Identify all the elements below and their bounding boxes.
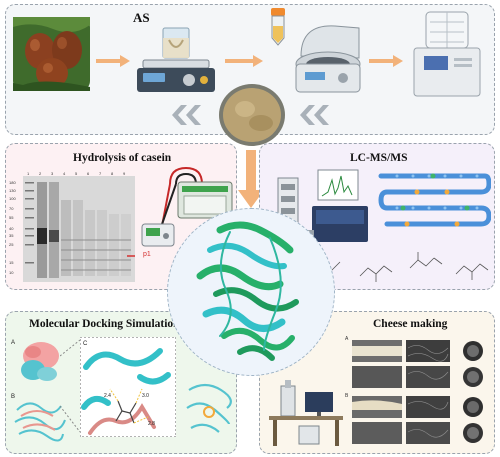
fruit-photo: [13, 17, 90, 91]
lane-number: 1: [27, 171, 30, 176]
docking-zoom-guides: [60, 339, 80, 433]
docking-title: Molecular Docking Simulation: [29, 318, 180, 330]
mw-marker: 35: [9, 233, 14, 238]
sds-page-gel: 1 2 3 4 5 6 7 8 9 180 130 100 70 55 40 3…: [9, 171, 135, 282]
lane-number: 4: [63, 171, 66, 176]
down-arrow: [238, 150, 264, 208]
peptide-structures: [315, 252, 489, 282]
cheese-photos: [352, 340, 402, 444]
lane-number: 7: [99, 171, 102, 176]
lane-number: 6: [87, 171, 90, 176]
return-chevrons-left: [172, 105, 201, 125]
centrifuge-icon: [295, 25, 361, 93]
protein-ribbon-structure: [196, 221, 299, 361]
docking-side-protein: [186, 383, 232, 433]
lane-number: 9: [123, 171, 126, 176]
lcms-title: LC-MS/MS: [350, 152, 408, 164]
mw-marker: 40: [9, 226, 14, 231]
band-label-p1: p1: [143, 251, 151, 258]
docking-overview-b: B: [11, 394, 66, 442]
hydrolysis-title: Hydrolysis of casein: [73, 152, 172, 164]
mw-marker: 10: [9, 270, 14, 275]
lane-number: 8: [111, 171, 114, 176]
flow-arrow-1: [96, 55, 130, 67]
centrifuge-tube-icon: [271, 8, 285, 46]
mw-marker: 25: [9, 242, 14, 247]
mw-marker: 15: [9, 260, 14, 265]
mw-marker: 130: [9, 188, 16, 193]
docking-sublabel-a: A: [11, 340, 15, 346]
mw-marker: 180: [9, 180, 16, 185]
cheese-sublabel-b: B: [345, 393, 349, 399]
microscope-workstation-icon: [269, 380, 343, 446]
hbond-distance: 3.0: [142, 393, 149, 399]
mw-marker: 100: [9, 196, 16, 201]
peptide-sequence-diagram: [378, 173, 491, 227]
sem-micrographs: [406, 340, 450, 444]
hbond-distance: 2.8: [148, 421, 155, 427]
cheese-title: Cheese making: [373, 318, 448, 330]
docking-sublabel-c: C: [83, 341, 88, 347]
freeze-dryer-icon: [413, 11, 481, 97]
return-chevrons-right: [300, 105, 329, 125]
lane-number: 2: [39, 171, 42, 176]
flow-arrow-2: [225, 55, 263, 67]
docking-sublabel-b: B: [11, 394, 15, 400]
mw-marker: 70: [9, 206, 14, 211]
flow-arrow-3: [369, 55, 403, 67]
stirrer-icon: [137, 27, 215, 92]
hbond-distance: 2.4: [104, 393, 111, 399]
docking-interaction-detail: C 2.4 3.0 2.8: [80, 337, 176, 437]
mw-marker: 55: [9, 215, 14, 220]
cheese-sublabel-a: A: [345, 336, 349, 342]
petri-dish-icon: [219, 84, 285, 146]
as-label: AS: [133, 10, 150, 25]
cheese-cross-sections: [463, 341, 483, 443]
lane-number: 5: [75, 171, 78, 176]
lane-number: 3: [51, 171, 54, 176]
docking-overview-a: A: [11, 340, 59, 381]
electrophoresis-apparatus-icon: [141, 166, 233, 247]
